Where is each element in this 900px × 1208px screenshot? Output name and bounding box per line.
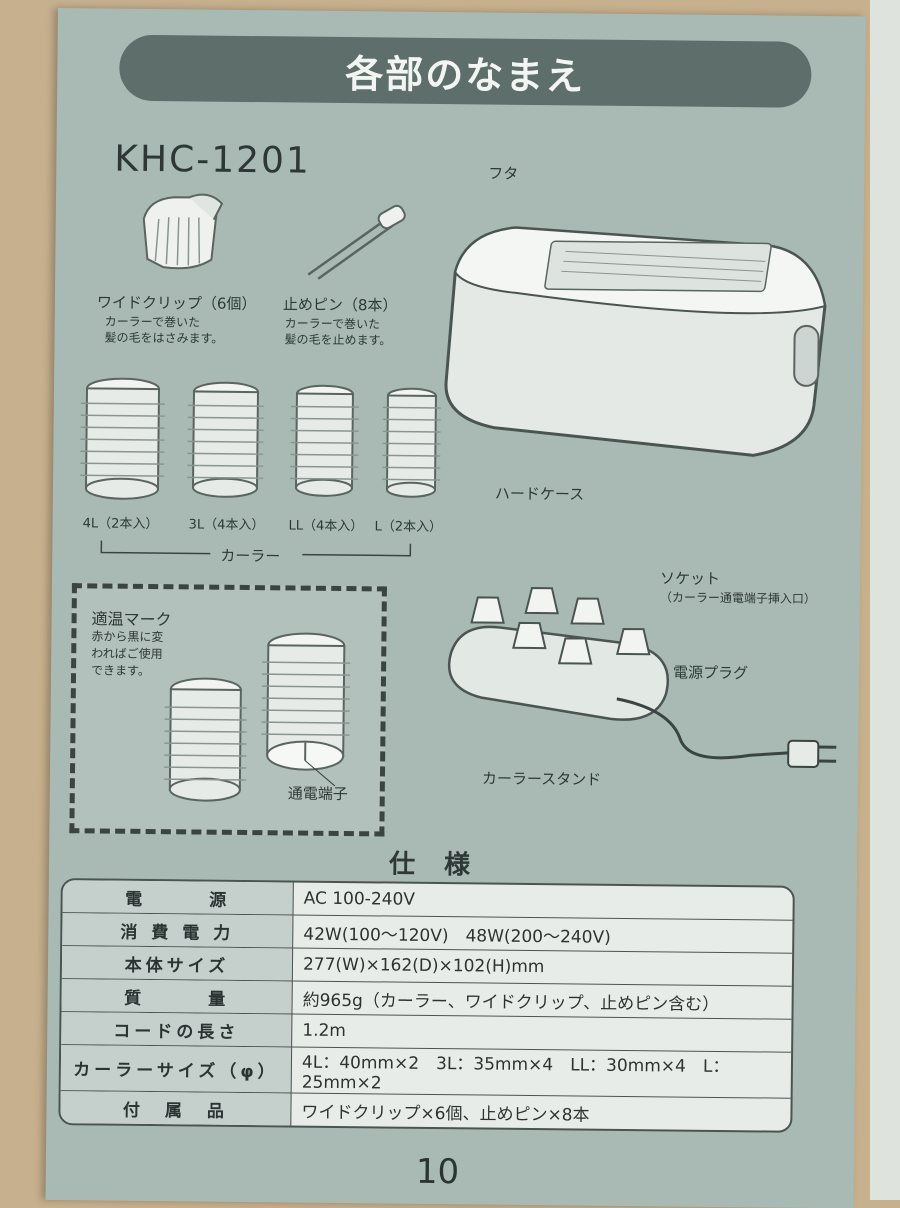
spec-value: 1.2m [292, 1015, 791, 1053]
socket-label: ソケット [660, 567, 720, 589]
page-title: 各部のなまえ [119, 35, 812, 108]
pin-label: 止めピン（8本） [283, 293, 398, 315]
spec-value: 42W(100〜120V) 48W(200〜240V) [293, 916, 792, 954]
spec-key: 消 費 電 力 [62, 913, 293, 948]
curler-label: カーラー [220, 545, 280, 567]
curler-ll-icon [289, 380, 360, 503]
hard-case-icon [433, 212, 846, 476]
spec-key: 付 属 品 [60, 1091, 291, 1125]
spec-key: 質 量 [61, 979, 292, 1014]
spec-value: ワイドクリップ×6個、止めピン×8本 [291, 1094, 790, 1131]
curler-ll-label: LL（4本入） [288, 518, 363, 535]
wide-clip-desc-1: カーラーで巻いた [105, 314, 200, 331]
curler-l-label: L（2本入） [374, 519, 442, 536]
spec-key: 本体サイズ [62, 946, 293, 981]
wide-clip-desc-2: 髪の毛をはさみます。 [104, 330, 223, 347]
spec-key: 電 源 [63, 880, 294, 915]
power-plug-icon [610, 689, 841, 781]
lid-label: フタ [488, 163, 518, 184]
spec-value: 277(W)×162(D)×102(H)mm [293, 949, 792, 987]
temp-desc-3: できます。 [91, 662, 150, 679]
plug-label: 電源プラグ [673, 661, 748, 683]
spec-row: 付 属 品ワイドクリップ×6個、止めピン×8本 [60, 1091, 790, 1131]
temp-desc-1: 赤から黒に変 [91, 628, 163, 645]
terminal-label: 通電端子 [288, 782, 348, 804]
specs-heading: 仕 様 [389, 844, 480, 882]
spec-key: コードの長さ [61, 1012, 292, 1047]
curler-4l-label: 4L（2本入） [83, 516, 159, 533]
model-number: KHC-1201 [114, 139, 311, 182]
wide-clip-icon [133, 189, 224, 280]
adjacent-page [870, 0, 900, 1200]
pin-icon [300, 203, 411, 284]
spec-value: AC 100-240V [294, 883, 793, 921]
manual-page: 各部のなまえ KHC-1201 ワイドクリップ（6個） カーラーで巻いた 髪の毛… [46, 8, 866, 1208]
spec-key: カーラーサイズ（φ） [61, 1045, 292, 1093]
spec-row: カーラーサイズ（φ）4L：40mm×2 3L：35mm×4 LL：30mm×4 … [61, 1045, 791, 1099]
curler-4l-icon [77, 373, 168, 504]
pin-desc-2: 髪の毛を止めます。 [284, 331, 391, 348]
pin-desc-1: カーラーで巻いた [285, 315, 380, 332]
curler-3l-label: 3L（4本入） [189, 517, 265, 534]
hard-case-label: ハードケース [495, 483, 584, 505]
curler-3l-icon [185, 377, 266, 503]
socket-desc: （カーラー通電端子挿入口） [660, 589, 816, 607]
stand-label: カーラースタンド [482, 767, 601, 789]
temp-desc-2: わればご使用 [91, 645, 163, 662]
curler-l-icon [381, 383, 442, 504]
wide-clip-label: ワイドクリップ（6個） [97, 291, 257, 314]
spec-value: 4L：40mm×2 3L：35mm×4 LL：30mm×4 L：25mm×2 [292, 1048, 791, 1099]
page-number: 10 [416, 1152, 460, 1192]
spec-value: 約965g（カーラー、ワイドクリップ、止めピン含む） [292, 982, 791, 1020]
temp-mark-label: 適温マーク [91, 605, 171, 630]
